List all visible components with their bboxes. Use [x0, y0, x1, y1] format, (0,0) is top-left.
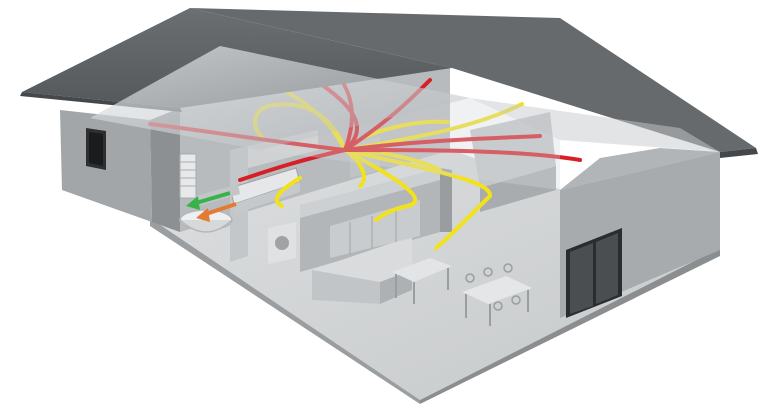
sliding-door: [566, 228, 622, 318]
right-gable: [560, 148, 720, 190]
outside-air-ducts: [186, 184, 240, 222]
orange-arrow-icon: [196, 202, 237, 222]
dining-set: [392, 258, 532, 326]
washing-machine: [268, 222, 296, 264]
transparent-roof: [90, 46, 720, 190]
kitchen-units: [312, 200, 420, 304]
green-arrow-icon: [186, 191, 231, 210]
left-window: [86, 128, 106, 170]
left-end-wall: [60, 108, 180, 232]
towel-radiator: [179, 153, 197, 199]
